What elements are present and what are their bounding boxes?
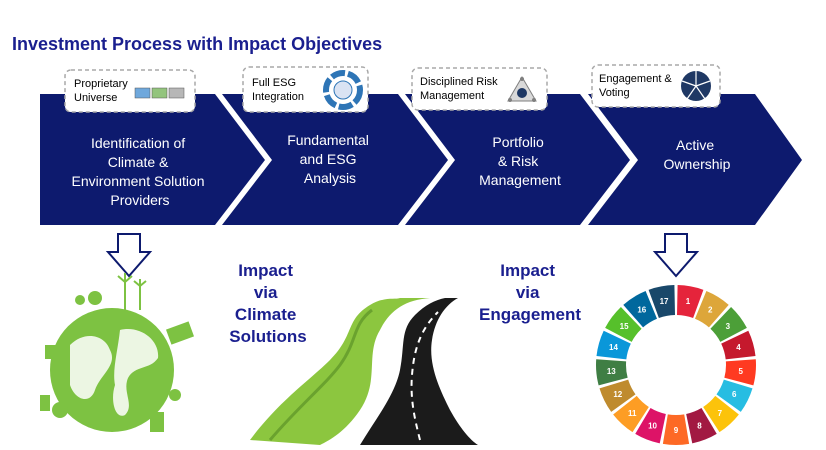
sdg-segment: [613, 395, 649, 433]
sdg-number: 15: [620, 322, 629, 331]
green-earth-icon: [40, 273, 195, 432]
chevron-step-2: [222, 94, 448, 225]
sdg-number: 16: [637, 306, 646, 315]
sdg-number: 12: [613, 390, 622, 399]
svg-text:Proprietary Universe: Proprietary Universe: [74, 78, 131, 104]
process-chevrons: [40, 94, 802, 225]
chevron-step-3: [405, 94, 630, 225]
sdg-number: 7: [718, 409, 723, 418]
green-road-icon: [250, 298, 478, 445]
sdg-segment: [676, 285, 704, 319]
svg-text:Disciplined Risk Man: Disciplined Risk Management: [420, 76, 501, 102]
sdg-segment: [686, 408, 717, 444]
sdg-segment: [710, 306, 747, 342]
sdg-segment: [721, 330, 756, 360]
sdg-segment: [635, 408, 666, 444]
chevron-step-4: [588, 94, 802, 225]
esg-cycle-icon: [323, 70, 363, 110]
sdg-segment: [716, 379, 753, 412]
sdg-number: 5: [738, 367, 743, 376]
sdg-segment: [596, 330, 631, 360]
sdg-segment: [648, 285, 676, 319]
sdg-number: 11: [628, 409, 637, 418]
sdg-number: 9: [674, 426, 679, 435]
down-arrow-left-icon: [105, 233, 153, 278]
sdg-number: 13: [607, 367, 616, 376]
sdg-number: 6: [732, 390, 737, 399]
sdg-segment: [662, 414, 690, 446]
callout-2: Full ESG Integration: [242, 66, 369, 113]
sdg-segment: [605, 306, 642, 342]
sdg-segment: [703, 395, 739, 433]
down-arrow-right-icon: [652, 233, 700, 278]
sdg-number: 17: [660, 297, 669, 306]
impact-climate-text: Impact via Climate Solutions: [229, 261, 306, 346]
chevron-step-1: [40, 94, 265, 225]
step-3-label: Portfolio & Risk Management: [479, 134, 561, 188]
sdg-number: 10: [648, 422, 657, 431]
sdg-segment: [694, 290, 729, 328]
sdg-number: 4: [736, 343, 741, 352]
impact-engagement-text: Impact via Engagement: [479, 261, 581, 324]
stock-tiles-icon: [134, 87, 185, 99]
svg-text:Full ESG Integration: Full ESG Integration: [252, 77, 304, 103]
sdg-segment: [596, 359, 628, 386]
sdg-number: 1: [686, 297, 691, 306]
sdg-segment: [724, 359, 756, 386]
step-2-label: Fundamental and ESG Analysis: [287, 132, 373, 186]
sdg-segment: [623, 290, 658, 328]
voting-wheel-icon: [681, 71, 711, 101]
step-4-label: Active Ownership: [664, 137, 731, 172]
sdg-number: 8: [697, 422, 702, 431]
callout-4: Engagement & Voting: [591, 64, 721, 108]
sdg-number: 14: [609, 343, 618, 352]
callout-3: Disciplined Risk Management: [411, 67, 548, 111]
callout-1: Proprietary Universe: [64, 69, 196, 113]
page-title: Investment Process with Impact Objective…: [12, 34, 383, 54]
svg-text:Engagement & Voting: Engagement & Voting: [599, 73, 675, 99]
risk-triangle-icon: [507, 76, 537, 102]
sdg-segment: [599, 379, 636, 412]
callouts: Proprietary Universe Full ESG Integratio…: [64, 64, 721, 113]
sdg-number: 2: [708, 306, 713, 315]
sdg-number: 3: [726, 322, 731, 331]
step-1-label: Identification of Climate & Environment …: [72, 135, 209, 208]
